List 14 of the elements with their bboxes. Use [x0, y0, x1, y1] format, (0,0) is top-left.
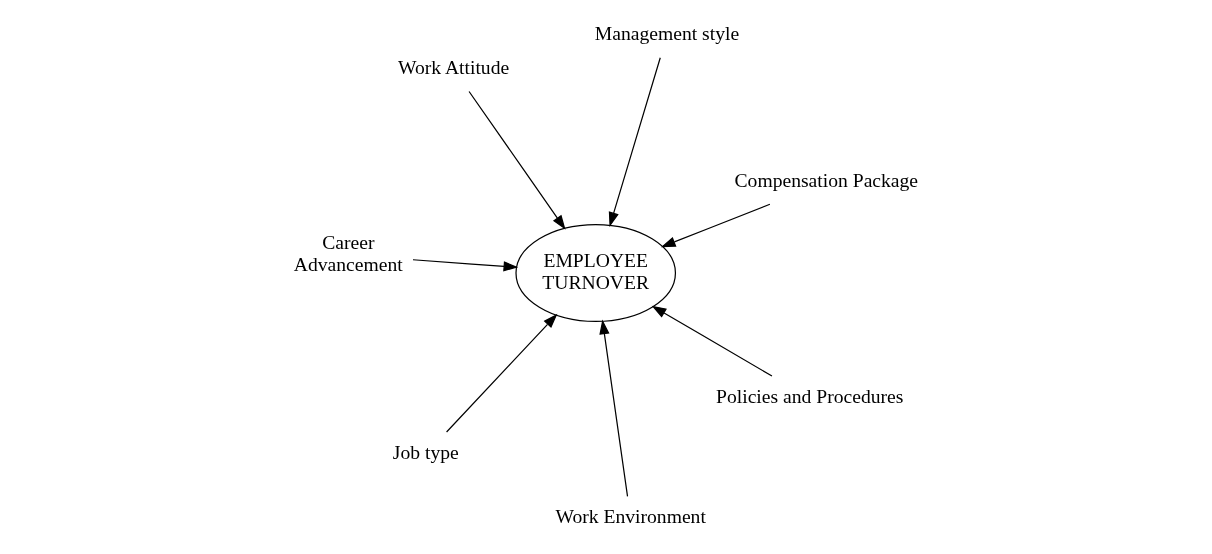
arrow	[445, 313, 558, 433]
node-text: Work Attitude	[398, 56, 510, 78]
node-text: Management style	[594, 23, 740, 45]
arrow	[599, 319, 629, 498]
node-text: Job type	[392, 441, 459, 463]
arrow	[412, 259, 519, 272]
node-text: Compensation Package	[734, 169, 919, 191]
arrow	[468, 90, 566, 230]
arrow	[660, 203, 771, 248]
node-text: Work Environment	[555, 506, 706, 528]
arrow	[651, 305, 773, 377]
node-text: Career Advancement	[293, 231, 403, 275]
arrow	[608, 57, 661, 227]
node-text: Policies and Procedures	[716, 385, 904, 407]
